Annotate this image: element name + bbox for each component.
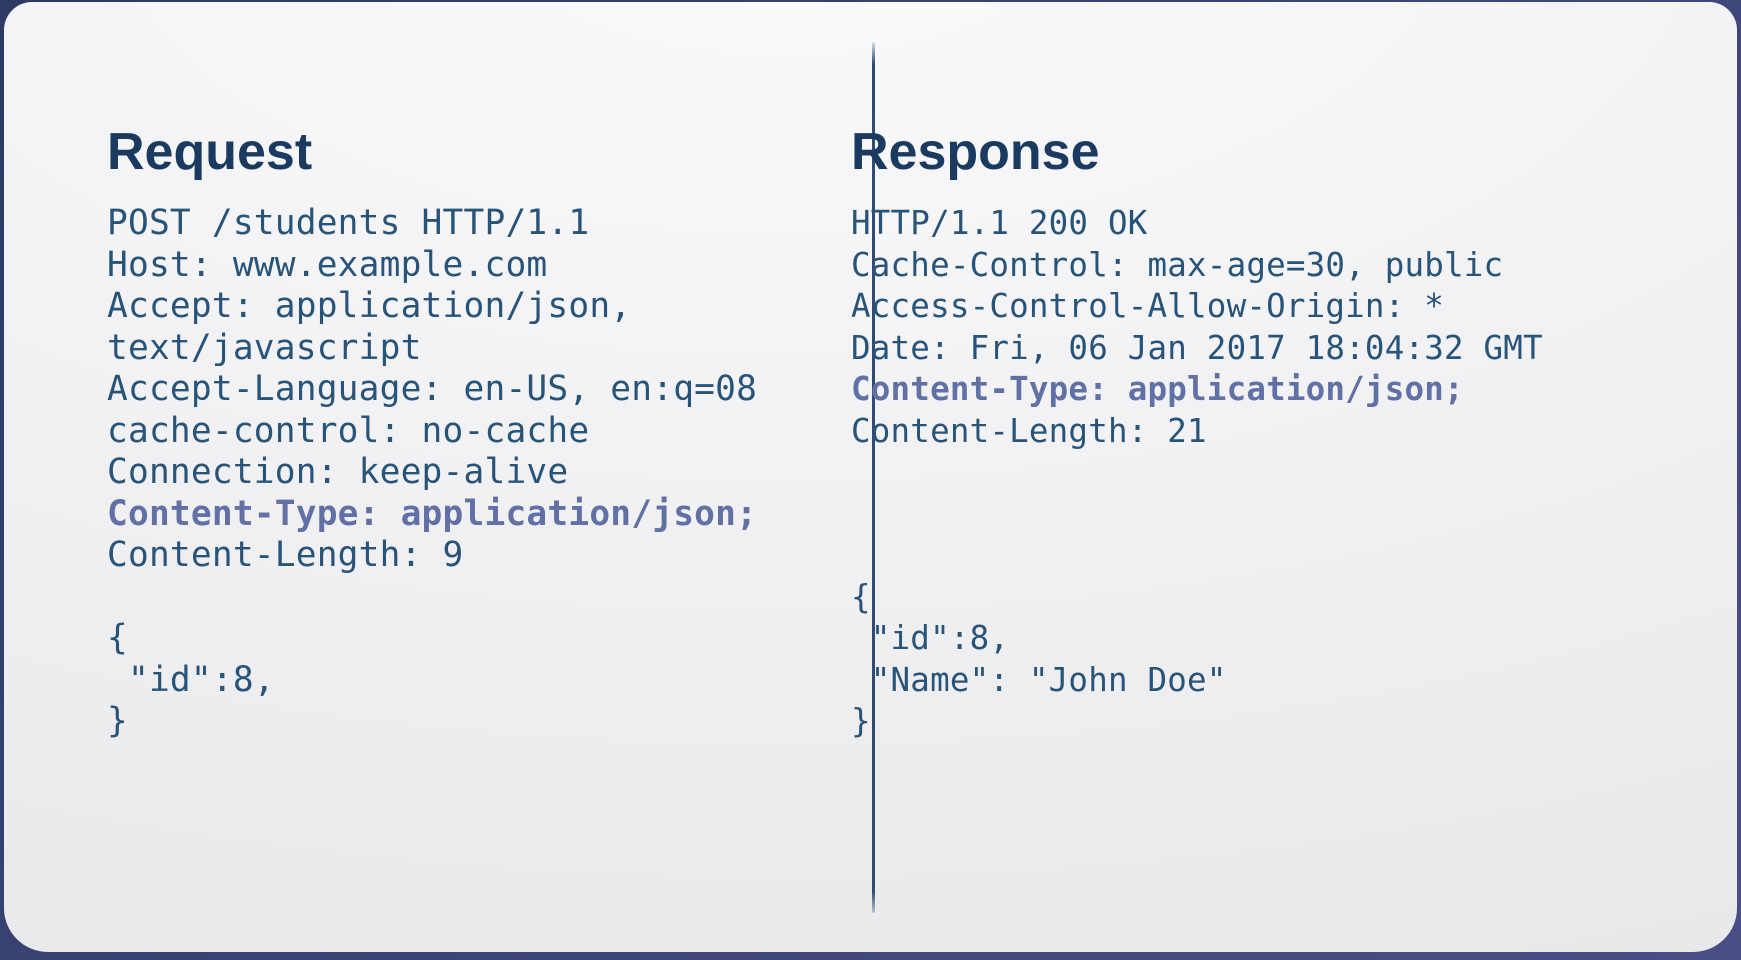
code-line-text: HTTP/1.1 200 OK (851, 204, 1148, 242)
code-line (107, 577, 757, 619)
code-line: "Name": "John Doe" (851, 660, 1543, 702)
code-line-text: "id":8, (851, 619, 1010, 657)
code-line-text: { (851, 577, 871, 616)
code-line: Content-Type: application/json; (107, 494, 757, 536)
panel-divider (872, 42, 875, 913)
code-line-text: } (851, 702, 871, 740)
code-line: Content-Type: application/json; (851, 369, 1543, 411)
code-line: Connection: keep-alive (107, 452, 757, 494)
code-line (851, 452, 1543, 494)
code-line: Cache-Control: max-age=30, public (851, 245, 1543, 287)
code-line: Content-Length: 21 (851, 411, 1543, 453)
code-line: Accept-Language: en-US, en:q=08 (107, 369, 757, 411)
code-line: text/javascript (107, 328, 757, 370)
code-line-text: Content-Length: 21 (851, 411, 1207, 450)
code-line: HTTP/1.1 200 OK (851, 203, 1543, 245)
response-title: Response (851, 123, 1100, 181)
code-line-text: Content-Type: application/json; (851, 370, 1464, 408)
code-line-text: Date: Fri, 06 Jan 2017 18:04:32 GMT (851, 328, 1543, 367)
code-line-text: text/javascript (107, 327, 422, 368)
code-line-text: POST /students HTTP/1.1 (107, 203, 590, 243)
code-line-text: Cache-Control: max-age=30, public (851, 245, 1504, 284)
code-line (851, 494, 1543, 536)
code-line: { (851, 577, 1543, 619)
code-line: POST /students HTTP/1.1 (107, 203, 757, 245)
code-line-text: Content-Type: application/json; (107, 493, 758, 534)
code-line-text: "Name": "John Doe" (851, 660, 1227, 699)
code-line: Date: Fri, 06 Jan 2017 18:04:32 GMT (851, 328, 1543, 370)
code-line-text: Accept: application/json, (107, 286, 632, 326)
code-line-text: { (107, 618, 128, 658)
code-line-text: } (107, 701, 128, 741)
code-line: "id":8, (107, 660, 757, 702)
code-line-text: Content-Length: 9 (107, 535, 464, 575)
code-line-text: Connection: keep-alive (107, 452, 569, 492)
code-line-text: Accept-Language: en-US, en:q=08 (107, 369, 758, 409)
code-line (851, 535, 1543, 577)
code-line: "id":8, (851, 618, 1543, 660)
request-title: Request (107, 123, 313, 181)
code-line: Content-Length: 9 (107, 535, 757, 577)
code-line-text: Access-Control-Allow-Origin: * (851, 287, 1444, 325)
code-line-text: Host: www.example.com (107, 244, 548, 285)
code-line-text: cache-control: no-cache (107, 410, 590, 451)
code-line: cache-control: no-cache (107, 411, 757, 453)
code-line: } (851, 701, 1543, 743)
code-line-text: "id":8, (107, 659, 275, 700)
code-line: { (107, 618, 757, 660)
code-line: Host: www.example.com (107, 245, 757, 287)
code-line: Accept: application/json, (107, 286, 757, 328)
code-line: Access-Control-Allow-Origin: * (851, 286, 1543, 328)
code-line: } (107, 701, 757, 743)
